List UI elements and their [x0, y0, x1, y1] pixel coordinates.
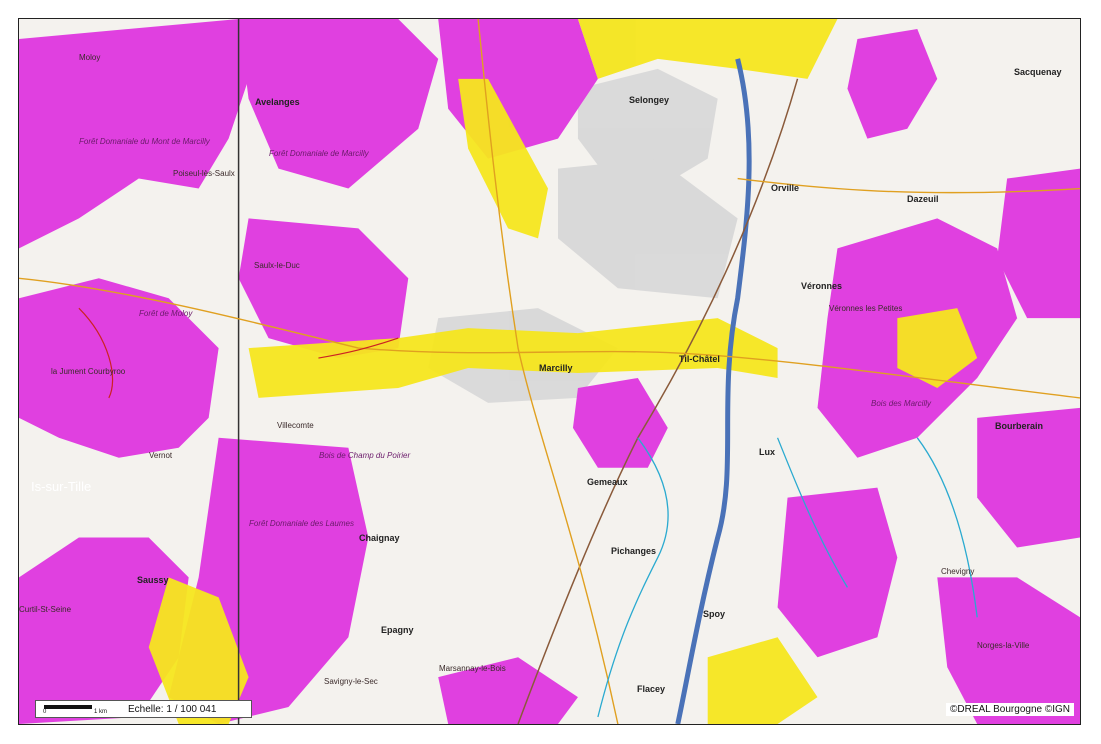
scale-bar: 0 1 km Echelle: 1 / 100 041: [35, 700, 252, 718]
road-d974: [477, 19, 619, 724]
protected-areas: [19, 19, 1080, 724]
town-label-epagny: Epagny: [381, 625, 414, 635]
urban-area-gray-field: [557, 158, 738, 299]
road-d959: [19, 277, 1080, 399]
protected-zone-southwest: [19, 537, 189, 724]
forest-label-laumes: Forêt Domaniale des Laumes: [249, 519, 354, 528]
town-label-villecomte: Villecomte: [277, 421, 314, 430]
town-label-selongey: Selongey: [629, 95, 670, 105]
protected-zone-south-center: [438, 657, 578, 724]
road-north-east: [737, 177, 1080, 194]
town-label-til-chatel: Til-Châtel: [679, 354, 720, 364]
town-label-saulx-le-duc: Saulx-le-Duc: [254, 261, 300, 270]
town-label-gemeaux: Gemeaux: [587, 477, 628, 487]
map-canvas[interactable]: [19, 19, 1080, 724]
protected-zone-northeast: [847, 28, 938, 139]
protected-zone-southeast-far: [977, 407, 1080, 548]
town-label-norges-la-ville: Norges-la-Ville: [977, 641, 1030, 650]
river-tille: [597, 437, 669, 718]
urban-area-selongey: [577, 68, 718, 189]
town-label-lux: Lux: [759, 447, 776, 457]
town-label-sacquenay: Sacquenay: [1014, 67, 1062, 77]
map-frame: Sacquenay Selongey Orville Dazeuil Véron…: [18, 18, 1081, 725]
town-label-pichanges: Pichanges: [611, 546, 657, 556]
scale-tick-start: 0: [43, 709, 47, 715]
protected-zone-southeast: [777, 487, 898, 658]
forest-label-champ-du-poirier: Bois de Champ du Poirier: [319, 451, 411, 460]
forest-label-mont-de-marcilly: Forêt Domaniale du Mont de Marcilly: [79, 137, 210, 146]
town-label-bourberain: Bourberain: [995, 421, 1044, 431]
flood-zone-river-corridor: [248, 318, 778, 398]
protected-zone-west-lower: [19, 278, 219, 458]
town-label-curtil-st-seine: Curtil-St-Seine: [19, 605, 72, 614]
flood-zone-south: [707, 637, 818, 724]
river-east: [916, 437, 978, 618]
red-routes: [78, 307, 399, 399]
town-label-marcilly: Marcilly: [539, 363, 573, 373]
highway-a31: [675, 58, 752, 724]
protected-zone-northwest-center: [238, 19, 439, 189]
scale-bar-graphic: [44, 705, 92, 709]
flood-zone-southwest-river: [148, 577, 249, 724]
town-label-savigny-le-sec: Savigny-le-Sec: [324, 677, 378, 686]
town-label-marsannay-le-bois: Marsannay-le-Bois: [439, 664, 506, 673]
red-route-west: [78, 307, 114, 399]
flood-zone-east-patch: [897, 308, 978, 388]
protected-zone-far-east: [997, 168, 1080, 319]
town-label-orville: Orville: [771, 183, 800, 193]
town-label-saussy: Saussy: [137, 575, 169, 585]
town-label-poiseul-les-saulx: Poiseul-lès-Saulx: [173, 169, 235, 178]
town-label-flacey: Flacey: [637, 684, 666, 694]
watercourses: [597, 437, 978, 718]
town-label-veronnes-les-petites: Véronnes les Petites: [829, 304, 903, 313]
town-label-dazeuil: Dazeuil: [907, 194, 939, 204]
protected-zone-center-west: [238, 218, 409, 359]
scale-tick-end: 1 km: [94, 709, 108, 715]
flood-zone-central-north: [458, 78, 549, 239]
forest-label-bois-des-marcilly: Bois des Marcilly: [871, 399, 932, 408]
town-label-is-sur-tille: Is-sur-Tille: [31, 479, 92, 494]
roads: [19, 19, 1080, 724]
scale-text: Echelle: 1 / 100 041: [128, 704, 217, 715]
map-credits: ©DREAL Bourgogne ©IGN: [946, 703, 1074, 716]
town-label-chaignay: Chaignay: [359, 533, 400, 543]
town-label-chevigny: Chevigny: [941, 567, 975, 576]
town-label-spoy: Spoy: [703, 609, 726, 619]
protected-zone-west: [19, 19, 249, 249]
town-label-vernot: Vernot: [149, 451, 173, 460]
protected-zone-mid: [572, 377, 668, 468]
town-label-veronnes: Véronnes: [801, 281, 843, 291]
town-label-jument-courbyroo: la Jument Courbyroo: [51, 367, 126, 376]
town-label-moloy: Moloy: [79, 53, 101, 62]
red-route-center: [318, 337, 399, 359]
river-central: [776, 437, 848, 588]
forest-label-moloy: Forêt de Moloy: [139, 309, 193, 318]
forest-label-marcilly: Forêt Domaniale de Marcilly: [269, 149, 369, 158]
protected-zone-south-east-corner: [937, 577, 1080, 724]
railway-line: [517, 78, 799, 724]
town-label-avelanges: Avelanges: [255, 97, 300, 107]
